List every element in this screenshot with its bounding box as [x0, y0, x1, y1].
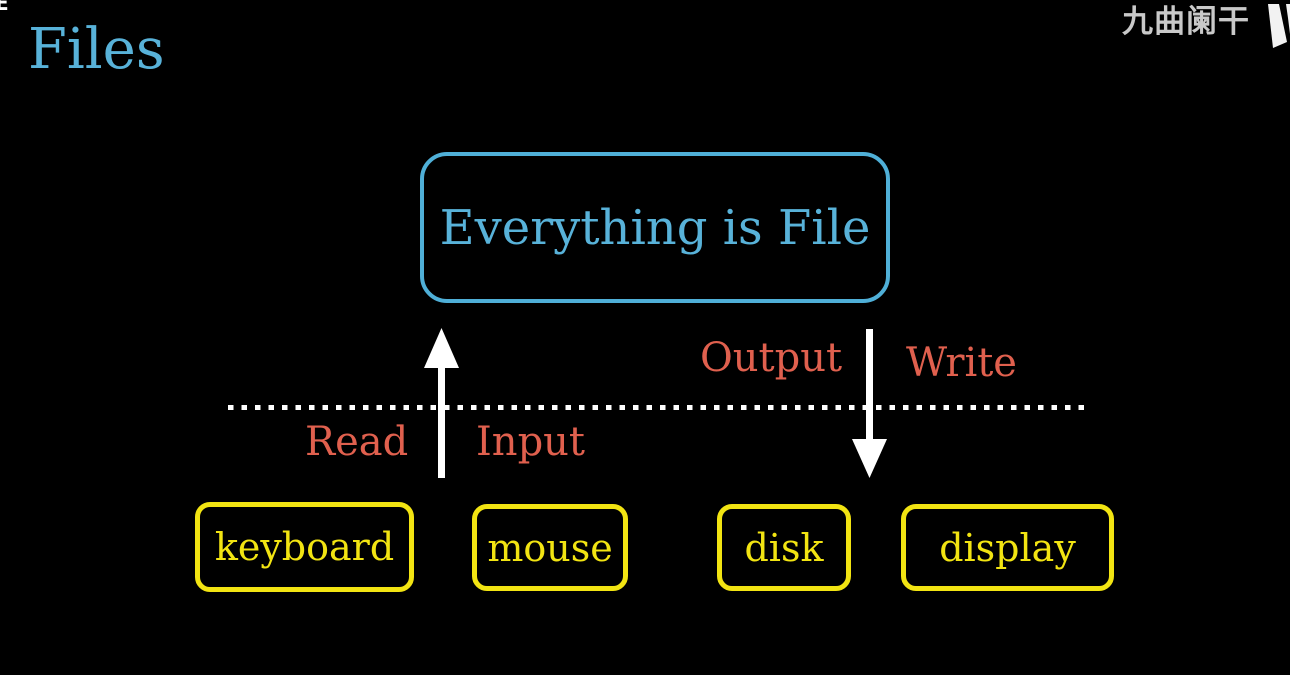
device-box-keyboard: keyboard	[195, 502, 414, 592]
device-label-mouse: mouse	[487, 525, 613, 570]
write-label: Write	[906, 340, 1017, 386]
device-label-keyboard: keyboard	[214, 525, 395, 569]
everything-is-file-box: Everything is File	[420, 152, 890, 303]
corner-glyph: E	[0, 0, 9, 15]
boundary-dotted-line	[228, 405, 1085, 410]
watermark-brand-text: 九曲阑干	[1122, 4, 1250, 40]
input-label: Input	[476, 419, 586, 465]
watermark: 九曲阑干	[1122, 4, 1290, 52]
device-label-disk: disk	[744, 525, 824, 570]
device-label-display: display	[939, 525, 1076, 570]
down-arrow-icon	[852, 329, 887, 478]
device-box-mouse: mouse	[472, 504, 628, 591]
everything-is-file-label: Everything is File	[439, 199, 871, 256]
device-box-disk: disk	[717, 504, 851, 591]
output-label: Output	[700, 335, 843, 381]
device-box-display: display	[901, 504, 1114, 591]
page-title: Files	[28, 17, 165, 82]
up-arrow-icon	[424, 328, 459, 478]
read-label: Read	[305, 419, 409, 465]
watermark-logo-icon	[1268, 4, 1290, 48]
